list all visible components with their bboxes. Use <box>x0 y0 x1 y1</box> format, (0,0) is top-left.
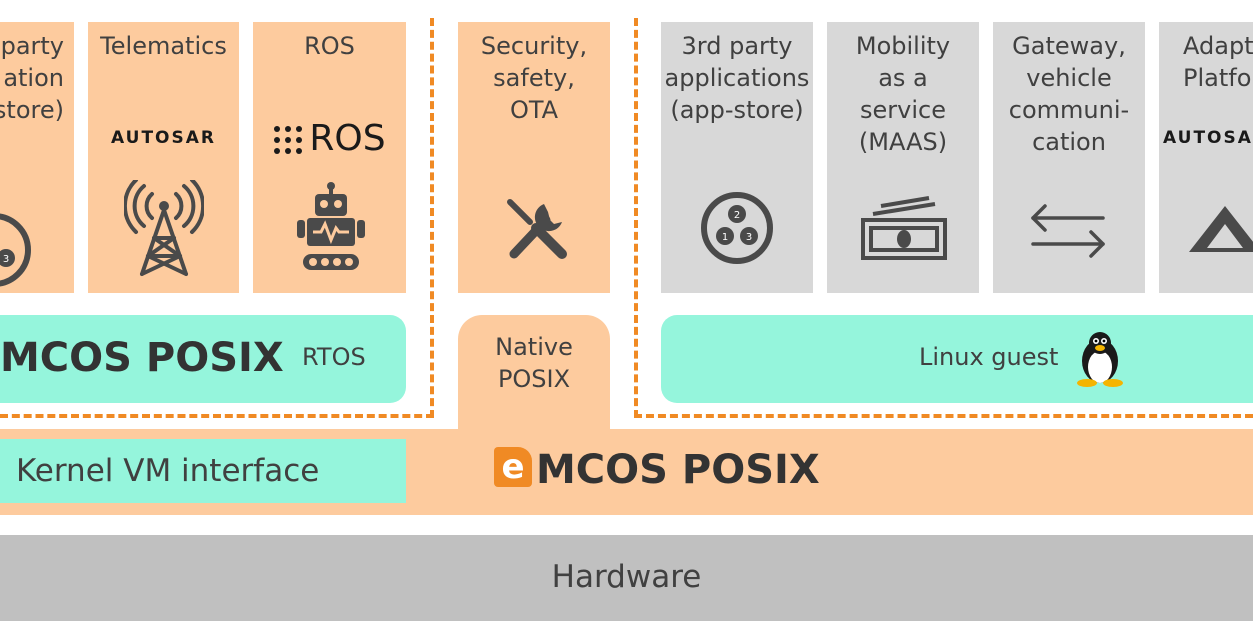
app-label: Telematics <box>100 32 227 60</box>
partition-divider-right <box>634 18 638 418</box>
native-posix-label: Native POSIX <box>495 333 573 393</box>
svg-text:2: 2 <box>734 210 740 221</box>
svg-text:3: 3 <box>3 254 9 265</box>
tux-penguin-icon <box>1077 332 1123 387</box>
app-label: Security, safety, OTA <box>480 32 588 124</box>
linux-guest-label: Linux guest <box>919 343 1059 371</box>
ros-logo-text: ROS <box>309 118 386 159</box>
autosar-logo: AUTOSAR <box>1163 128 1253 148</box>
app-box-adaptive-platform: Adapt Platfo AUTOSAR <box>1159 22 1253 293</box>
platform-icon <box>1189 206 1253 252</box>
app-label: 3rd party applications (app-store) <box>664 32 810 124</box>
partition-bottom-right <box>634 414 1253 418</box>
app-label: party ation store) <box>0 32 64 124</box>
app-box-maas: Mobility as a service (MAAS) <box>827 22 979 293</box>
native-posix-box: Native POSIX <box>458 315 610 445</box>
app-store-icon: 3 <box>0 213 31 287</box>
ros-dots-icon <box>274 126 303 154</box>
money-icon <box>861 196 947 260</box>
left-os-box: MCOS POSIX RTOS <box>0 315 406 403</box>
app-label: Gateway, vehicle communi- cation <box>1008 32 1130 156</box>
linux-guest-box: Linux guest <box>661 315 1253 403</box>
app-box-gateway: Gateway, vehicle communi- cation <box>993 22 1145 293</box>
partition-divider-left <box>430 18 434 418</box>
ros-logo: ROS <box>253 118 406 159</box>
svg-text:1: 1 <box>722 232 728 243</box>
hardware-band: Hardware <box>0 535 1253 621</box>
arrows-exchange-icon <box>1031 204 1105 258</box>
app-store-icon: 21 3 <box>701 192 773 264</box>
app-box-telematics: Telematics AUTOSAR <box>88 22 239 293</box>
partition-bottom-left <box>0 414 434 418</box>
autosar-logo: AUTOSAR <box>111 128 216 148</box>
app-box-security: Security, safety, OTA <box>458 22 610 293</box>
kernel-vm-interface-box: Kernel VM interface <box>0 439 406 503</box>
app-label: Mobility as a service (MAAS) <box>855 32 951 156</box>
emcos-e-logo-icon: e <box>494 447 532 487</box>
app-label: ROS <box>304 32 355 60</box>
kernel-vm-interface-label: Kernel VM interface <box>16 453 320 489</box>
app-box-ros: ROS ROS <box>253 22 406 293</box>
app-label: Adapt Platfo <box>1183 32 1253 92</box>
app-box-third-party-left: party ation store) 3 <box>0 22 74 293</box>
hardware-label: Hardware <box>551 559 702 595</box>
rtos-label: RTOS <box>302 343 366 371</box>
tools-icon <box>507 199 567 259</box>
radio-tower-icon <box>124 180 204 276</box>
robot-icon <box>297 182 365 270</box>
hypervisor-name: MCOS POSIX <box>536 447 820 493</box>
svg-text:3: 3 <box>746 232 752 243</box>
left-os-name: MCOS POSIX <box>0 335 284 381</box>
